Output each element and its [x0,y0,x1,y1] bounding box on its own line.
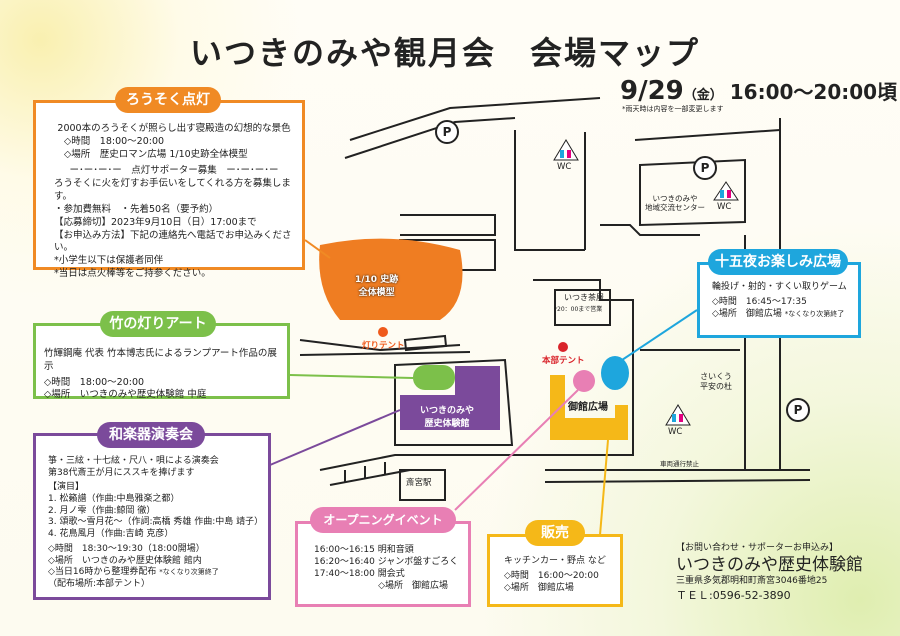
wc-label: WC [717,202,732,212]
model-area [319,238,463,320]
opening-item: 17:40〜18:00 開会式 [314,569,405,580]
supporter-heading: ー･ー･ー･ー 点灯サポーター募集 ー･ー･ー･ー [69,165,279,177]
opening-item: 16:00〜16:15 明和音頭 [314,545,414,555]
parking-icon: P [701,161,710,175]
wagakki-desc: 第38代斎王が月にススキを捧げます [48,467,195,478]
program-item: 1. 松籟譜（作曲:中島雅楽之都） [48,494,180,505]
community-center-label: いつきのみや 地域交流センター [645,194,705,212]
museum-building [400,366,500,430]
date-time: 16:00〜20:00頃 [729,80,898,104]
program-item: 2. 月ノ雫（作曲:鯨岡 徹） [48,505,156,516]
teahouse-label: いつき茶屋 [564,293,604,302]
parking-icon: P [794,403,803,417]
station-label: 斎宮駅 [406,478,432,488]
bamboo-art-label: 竹の灯りアート [100,311,216,337]
ticket-note: *なくなり次第終了 [159,568,219,577]
date-day: 9/29 [620,76,684,106]
jugoya-marker [601,356,629,390]
akari-tent-marker [378,327,388,337]
program-item: 3. 頌歌〜雪月花〜（作詞:高橋 秀雄 作曲:中島 靖子） [48,517,264,528]
contact-heading: 【お問い合わせ・サポーターお申込み】 [676,543,839,553]
wc-label: WC [557,162,572,172]
wagakki-time: ◇時間 18:30〜19:30（18:00開場） [48,543,205,554]
wagakki-label: 和楽器演奏会 [97,422,205,448]
opening-item: 16:20〜16:40 ジャンボ盤すごろく [314,557,459,568]
akari-tent-label: 灯りテント [362,341,405,351]
saiku-label: さいくう 平安の杜 [700,372,732,391]
supporter-deadline: 【応募締切】2023年9月10日（日）17:00まで [54,216,257,228]
ticket-text: ◇当日16時から整理券配布 [48,567,157,578]
opening-place: ◇場所 御館広場 [378,581,448,592]
hq-tent-label: 本部テント [542,356,585,366]
bamboo-desc: 竹輝鋼庵 代表 竹本博志氏によるランプアート作品の展示 [44,348,277,372]
museum-label: いつきのみや 歴史体験館 [420,406,475,429]
page-title: いつきのみや観月会 会場マップ [190,34,701,72]
supporter-note: *当日は点火棒等をご持参ください。 [54,267,211,279]
opening-event-label: オープニングイベント [310,507,456,533]
sales-place: ◇場所 御館広場 [504,583,574,594]
sales-time: ◇時間 16:00〜20:00 [504,571,599,582]
bamboo-art-marker [413,365,455,390]
jugoya-time: ◇時間 16:45〜17:35 [712,297,807,308]
rain-note: *雨天時は内容を一部変更します [622,105,724,113]
contact-address: 三重県多気郡明和町斎宮3046番地25 [676,575,828,586]
supporter-desc: ろうそくに火を灯すお手伝いをしてくれる方を募集します。 [54,178,291,203]
supporter-fee: ・参加費無料 ・先着50名（要予約） [54,203,219,215]
candle-lighting-box: 2000本のろうそくが照らし出す寝殿造の幻想的な景色 ◇時間 18:00〜20:… [33,100,305,279]
wagakki-desc: 箏・三絃・十七絃・尺八・唄による演奏会 [48,456,219,466]
no-vehicles-label: 車両通行禁止 [660,460,699,468]
opening-marker [573,370,595,392]
bamboo-time: ◇時間 18:00〜20:00 [44,376,145,388]
program-item: 4. 花鳥風月（作曲:吉崎 克彦） [48,529,174,540]
date-weekday: （金） [683,88,723,103]
wagakki-box: 箏・三絃・十七絃・尺八・唄による演奏会 第38代斎王が月にススキを捧げます 【演… [33,433,271,600]
wagakki-place: ◇場所 いつきのみや歴史体験館 館内 [48,555,202,566]
contact-info: 【お問い合わせ・サポーターお申込み】 いつきのみや歴史体験館 三重県多気郡明和町… [676,542,863,603]
parking-icon: P [443,125,452,139]
hq-tent-marker [558,342,568,352]
sales-area [550,375,628,440]
candle-time: ◇時間 18:00〜20:00 [64,135,165,147]
supporter-method: 【お申込み方法】下記の連絡先へ電話でお申込みください。 [54,229,292,254]
ticket-place: （配布場所:本部テント） [48,578,151,589]
wc-label: WC [668,427,683,437]
plaza-label: 御館広場 [568,402,608,413]
jugoya-label: 十五夜お楽しみ広場 [708,249,848,275]
contact-tel[interactable]: ＴＥＬ:0596-52-3890 [676,588,791,602]
sales-label: 販売 [525,520,585,546]
supporter-note: *小学生以下は保護者同伴 [54,255,164,267]
program-heading: 【演目】 [48,482,85,493]
jugoya-place-text: ◇場所 御館広場 [712,309,782,320]
opening-event-box: 16:00〜16:15 明和音頭 16:20〜16:40 ジャンボ盤すごろく 1… [295,521,471,607]
sales-desc: キッチンカー・野点 など [504,556,606,566]
candle-desc: 2000本のろうそくが照らし出す寝殿造の幻想的な景色 [57,123,291,134]
jugoya-desc: 輪投げ・射的・すくい取りゲーム [712,282,847,292]
wc-icon [553,139,579,161]
bamboo-place: ◇場所 いつきのみや歴史体験館 中庭 [44,389,207,401]
jugoya-note: *なくなり次第終了 [784,310,845,319]
candle-place: ◇場所 歴史ロマン広場 1/10史跡全体模型 [64,148,248,160]
teahouse-note: *20：00まで営業 [554,306,603,313]
wagakki-ticket: ◇当日16時から整理券配布 *なくなり次第終了 [48,567,262,579]
wc-icon [713,181,739,201]
event-date: 9/29（金） 16:00〜20:00頃 [620,76,897,106]
candle-lighting-label: ろうそく点灯 [115,87,221,113]
jugoya-place: ◇場所 御館広場 *なくなり次第終了 [712,308,852,320]
wc-icon [665,404,691,426]
model-label: 1/10 史跡 全体模型 [355,275,399,298]
contact-org: いつきのみや歴史体験館 [676,554,863,575]
